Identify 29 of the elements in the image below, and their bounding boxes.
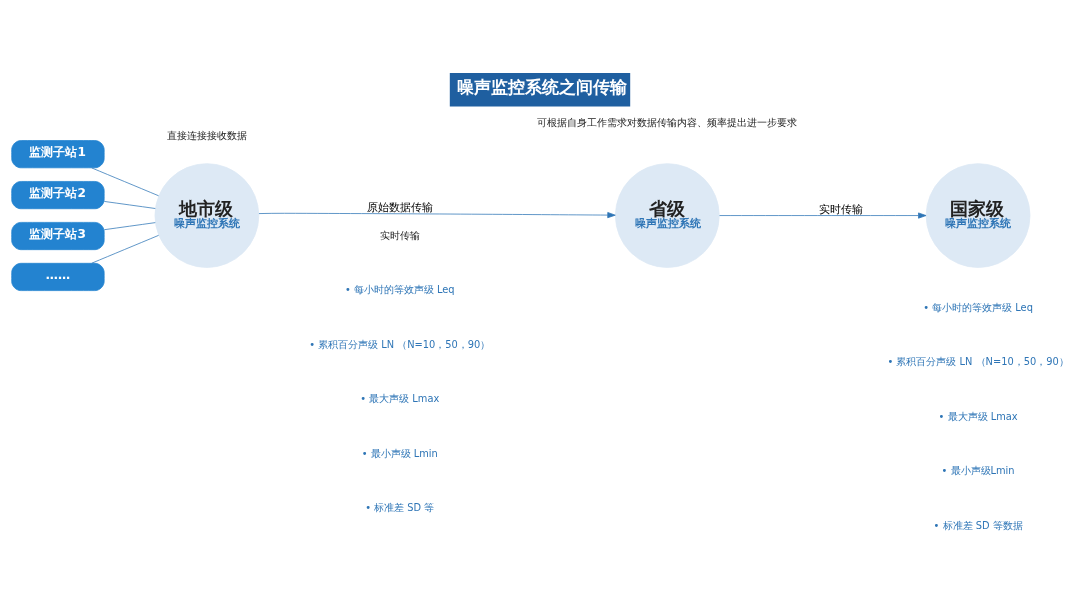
label: • 累积百分声级 LN （N=10，50，90） bbox=[887, 356, 1069, 368]
connector bbox=[103, 201, 156, 209]
arrow bbox=[258, 212, 616, 219]
node-box: 监测子站3 bbox=[11, 222, 105, 251]
node-box: …… bbox=[11, 262, 105, 291]
label: • 最大声级 Lmax bbox=[938, 410, 1018, 422]
label: 直接连接接收数据 bbox=[166, 129, 247, 141]
label: • 最小声级Lmin bbox=[941, 465, 1015, 477]
label: • 标准差 SD 等 bbox=[365, 502, 435, 514]
node-circle: 国家级 噪声监控系统 bbox=[925, 163, 1031, 268]
label: 可根据自身工作需求对数据传输内容、频率提出进一步要求 bbox=[537, 116, 798, 128]
node-box: 监测子站2 bbox=[11, 181, 105, 210]
connector bbox=[91, 234, 159, 264]
arrow bbox=[719, 212, 927, 219]
edge-label: 实时传输 bbox=[818, 202, 863, 216]
label: • 每小时的等效声级 Leq bbox=[344, 284, 455, 296]
label: • 标准差 SD 等数据 bbox=[933, 519, 1023, 531]
node-circle: 省级 噪声监控系统 bbox=[615, 163, 720, 268]
node-circle: 地市级 噪声监控系统 bbox=[154, 163, 260, 268]
label: • 每小时的等效声级 Leq bbox=[923, 301, 1033, 313]
connector bbox=[103, 222, 156, 231]
connector bbox=[91, 167, 159, 197]
node-box: 监测子站1 bbox=[11, 140, 105, 169]
edge-label: 原始数据传输 bbox=[366, 201, 433, 215]
label: 实时传输 bbox=[379, 229, 420, 241]
diagram-title: 噪声监控系统之间传输 bbox=[457, 78, 628, 98]
label: • 最大声级 Lmax bbox=[360, 393, 440, 405]
label: • 累积百分声级 LN （N=10，50，90） bbox=[309, 338, 491, 350]
label: • 最小声级 Lmin bbox=[361, 447, 438, 459]
